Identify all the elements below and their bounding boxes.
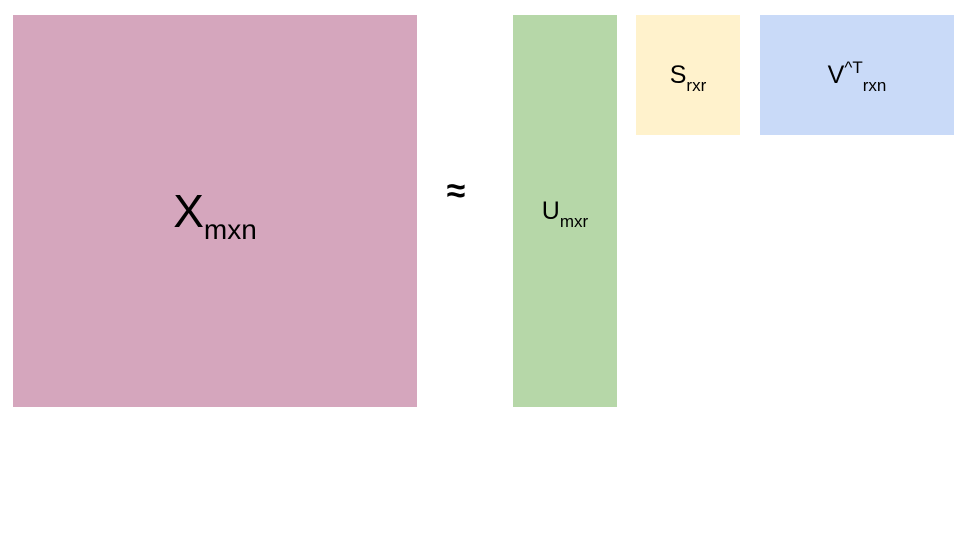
matrix-u-dimensions: mxr	[559, 211, 589, 231]
matrix-v-symbol: V	[827, 60, 845, 89]
matrix-x-symbol: X	[173, 185, 204, 237]
matrix-v-dimensions: rxn	[862, 75, 887, 95]
matrix-u-symbol: U	[541, 196, 560, 225]
matrix-s-dimensions: rxr	[686, 75, 707, 95]
matrix-v-transpose-mark: ^T	[844, 57, 863, 77]
approx-symbol: ≈	[446, 171, 466, 210]
matrix-x-dimensions: mxn	[203, 214, 257, 245]
matrix-s-symbol: S	[669, 60, 687, 89]
